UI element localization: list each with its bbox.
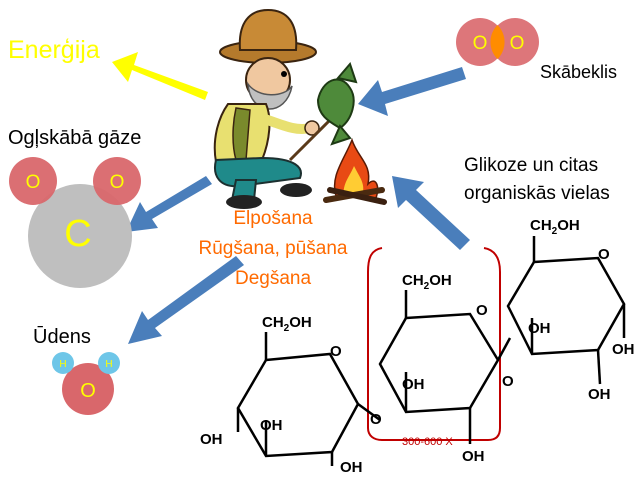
ch2oh-middle: CH2OH bbox=[402, 272, 452, 292]
co2-arrow bbox=[126, 176, 212, 232]
ch2oh-right: CH2OH bbox=[530, 217, 580, 237]
oh-right-2: OH bbox=[612, 341, 635, 358]
oh-middle-2: OH bbox=[462, 448, 485, 465]
process-respiration: Elpošana bbox=[233, 208, 313, 229]
glucose-label: Glikoze un citas organiskās vielas bbox=[464, 152, 636, 208]
glucose-ring-left bbox=[236, 332, 381, 466]
process-labels: Elpošana Rūgšana, pūšana Degšana bbox=[198, 204, 348, 294]
oh-left-2: OH bbox=[260, 417, 283, 434]
oxygen-label: Skābeklis bbox=[540, 62, 618, 82]
process-fermentation: Rūgšana, pūšana bbox=[198, 238, 348, 259]
oxygen-atom-2: O bbox=[510, 33, 525, 54]
oxygen-atom-1: O bbox=[473, 33, 488, 54]
co2-label: Ogļskābā gāze bbox=[8, 127, 142, 149]
water-hydrogen-2: H bbox=[105, 359, 112, 370]
water-hydrogen-1: H bbox=[59, 359, 66, 370]
ring-middle-labels: CH2OH O O OH OH bbox=[402, 272, 514, 465]
energy-label: Enerģija bbox=[8, 36, 100, 64]
man-cooking-fish-illustration bbox=[213, 8, 387, 209]
repeat-label: 300-600 X bbox=[402, 436, 453, 448]
ring-o-left: O bbox=[330, 343, 342, 360]
energy-arrow bbox=[112, 52, 208, 100]
ring-o-right: O bbox=[598, 246, 610, 263]
glucose-label-line1: Glikoze un citas bbox=[464, 155, 599, 176]
oh-right-1: OH bbox=[528, 320, 551, 337]
oh-left-1: OH bbox=[200, 431, 223, 448]
water-oxygen-atom: O bbox=[80, 380, 96, 402]
water-label: Ūdens bbox=[33, 326, 91, 348]
oh-middle-1: OH bbox=[402, 376, 425, 393]
glucose-label-line2: organiskās vielas bbox=[464, 183, 610, 204]
bridge-o-middle: O bbox=[502, 373, 514, 390]
ring-left-labels: CH2OH O O OH OH OH bbox=[200, 314, 382, 476]
glucose-arrow bbox=[392, 176, 470, 250]
oh-right-3: OH bbox=[588, 386, 611, 403]
ch2oh-left: CH2OH bbox=[262, 314, 312, 334]
bridge-o-left: O bbox=[370, 411, 382, 428]
co2-molecule-icon: O O C bbox=[9, 157, 141, 288]
co2-oxygen-atom-2: O bbox=[110, 172, 125, 193]
ring-right-labels: CH2OH O OH OH OH bbox=[528, 217, 635, 403]
oxygen-arrow bbox=[358, 67, 466, 116]
oh-left-3: OH bbox=[340, 459, 363, 476]
co2-carbon-atom: C bbox=[64, 213, 91, 255]
process-combustion: Degšana bbox=[234, 268, 312, 289]
water-arrow bbox=[128, 256, 244, 344]
oxygen-molecule-icon: O O bbox=[456, 18, 539, 66]
ring-o-middle: O bbox=[476, 302, 488, 319]
glucose-ring-right bbox=[506, 236, 626, 385]
co2-oxygen-atom-1: O bbox=[26, 172, 41, 193]
repeat-bracket bbox=[367, 247, 501, 441]
glucose-ring-middle bbox=[378, 290, 512, 444]
water-molecule-icon: H H O bbox=[52, 352, 120, 415]
